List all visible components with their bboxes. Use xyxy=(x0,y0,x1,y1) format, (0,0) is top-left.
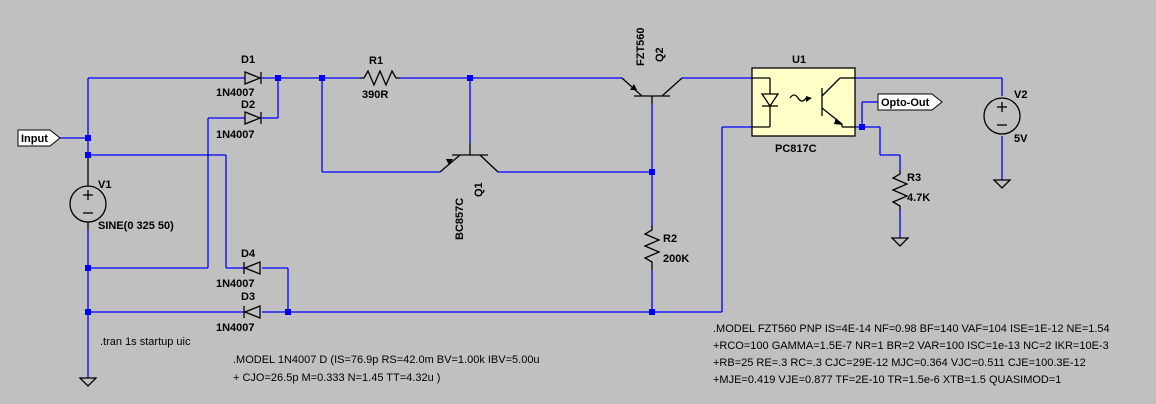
resistor-r3[interactable]: R3 4.7K xyxy=(891,170,930,210)
port-flag-icon xyxy=(877,93,943,111)
ground-icon xyxy=(78,377,98,387)
light-arrow-icon xyxy=(806,96,812,102)
r2-ref: R2 xyxy=(663,233,677,245)
pnp-model-directive[interactable]: .MODEL FZT560 PNP IS=4E-14 NF=0.98 BF=14… xyxy=(713,323,1110,386)
net-label-opto-out[interactable]: Opto-Out xyxy=(877,93,943,111)
directive-line: +MJE=0.419 VJE=0.877 TF=2E-10 TR=1.5e-6 … xyxy=(713,374,1061,386)
pnp-arrow-icon xyxy=(630,84,637,90)
r1-ref: R1 xyxy=(369,55,383,67)
r1-value: 390R xyxy=(362,89,388,101)
transistor-q1[interactable]: BC857C Q1 xyxy=(439,143,499,240)
junctions xyxy=(85,75,865,315)
junction xyxy=(85,309,91,315)
source-icon xyxy=(983,97,1021,135)
junction xyxy=(319,75,325,81)
diode-d2[interactable]: D2 1N4007 xyxy=(216,99,262,141)
port-flag-icon xyxy=(17,129,61,147)
d4-value: 1N4007 xyxy=(216,278,255,290)
u1-ref: U1 xyxy=(792,54,806,66)
v2-value: 5V xyxy=(1014,133,1028,145)
d1-value: 1N4007 xyxy=(216,87,255,99)
directive-line: .MODEL FZT560 PNP IS=4E-14 NF=0.98 BF=14… xyxy=(713,323,1110,335)
q1-value: BC857C xyxy=(454,198,466,240)
input-label: Input xyxy=(21,133,48,145)
diode-d1[interactable]: D1 1N4007 xyxy=(216,54,262,99)
d4-ref: D4 xyxy=(241,248,256,260)
wires xyxy=(60,77,1003,378)
u1-value: PC817C xyxy=(775,143,817,155)
resistor-r2[interactable]: R2 200K xyxy=(643,225,689,270)
tran-directive[interactable]: .tran 1s startup uic xyxy=(100,336,191,348)
transistor-q2[interactable]: FZT560 Q2 xyxy=(621,27,683,104)
directive-line: +RCO=100 GAMMA=1.5E-7 NR=1 BR=2 VAR=100 … xyxy=(713,340,1109,352)
net-label-input[interactable]: Input xyxy=(17,129,61,147)
junction xyxy=(85,152,91,158)
junction xyxy=(85,265,91,271)
q2-ref: Q2 xyxy=(654,47,666,62)
diode-anode-icon xyxy=(243,305,261,319)
q1-collector xyxy=(479,154,499,173)
v2-ref: V2 xyxy=(1014,89,1027,101)
resistor-r1[interactable]: R1 390R xyxy=(360,55,400,101)
junction xyxy=(467,75,473,81)
q2-value: FZT560 xyxy=(635,27,647,66)
resistor-icon xyxy=(643,225,661,270)
directive-line: .MODEL 1N4007 D (IS=76.9p RS=42.0m BV=1.… xyxy=(233,354,540,366)
diode-model-directive[interactable]: .MODEL 1N4007 D (IS=76.9p RS=42.0m BV=1.… xyxy=(233,354,540,384)
directive-line: + CJO=26.5p M=0.333 N=1.45 TT=4.32u ) xyxy=(233,372,440,384)
diode-anode-icon xyxy=(244,71,262,85)
resistor-icon xyxy=(891,170,909,210)
diode-anode-icon xyxy=(243,261,261,275)
diode-anode-icon xyxy=(244,111,262,125)
r3-value: 4.7K xyxy=(907,192,930,204)
d3-ref: D3 xyxy=(241,291,255,303)
d3-value: 1N4007 xyxy=(216,322,255,334)
r2-value: 200K xyxy=(663,253,689,265)
led-icon xyxy=(760,93,780,108)
junction xyxy=(285,309,291,315)
junction xyxy=(859,124,865,130)
opto-out-label: Opto-Out xyxy=(881,97,930,109)
junction xyxy=(275,75,281,81)
light-emission-icon xyxy=(789,94,807,102)
pnp-arrow-icon xyxy=(446,159,453,165)
junction xyxy=(649,309,655,315)
diode-d4[interactable]: D4 1N4007 xyxy=(216,248,261,290)
d2-value: 1N4007 xyxy=(216,129,255,141)
ground-icon xyxy=(890,237,910,247)
d2-ref: D2 xyxy=(241,99,255,111)
v1-ref: V1 xyxy=(98,179,111,191)
npn-arrow-icon xyxy=(834,118,843,125)
optocoupler-u1[interactable]: U1 PC817C xyxy=(751,54,856,155)
ground-icon xyxy=(992,179,1012,189)
r3-ref: R3 xyxy=(907,172,921,184)
voltage-source-v1[interactable]: V1 SINE(0 325 50) xyxy=(69,158,174,232)
q1-ref: Q1 xyxy=(473,182,485,197)
resistor-icon xyxy=(360,69,400,87)
junction xyxy=(85,135,91,141)
junction xyxy=(649,169,655,175)
d1-ref: D1 xyxy=(241,54,255,66)
directive-line: +RB=25 RE=.3 RC=.3 CJC=29E-12 MJC=0.364 … xyxy=(713,357,1086,369)
diode-d3[interactable]: D3 1N4007 xyxy=(216,291,261,334)
voltage-source-v2[interactable]: V2 5V xyxy=(983,89,1028,145)
q2-collector xyxy=(661,77,683,97)
v1-value: SINE(0 325 50) xyxy=(98,220,174,232)
